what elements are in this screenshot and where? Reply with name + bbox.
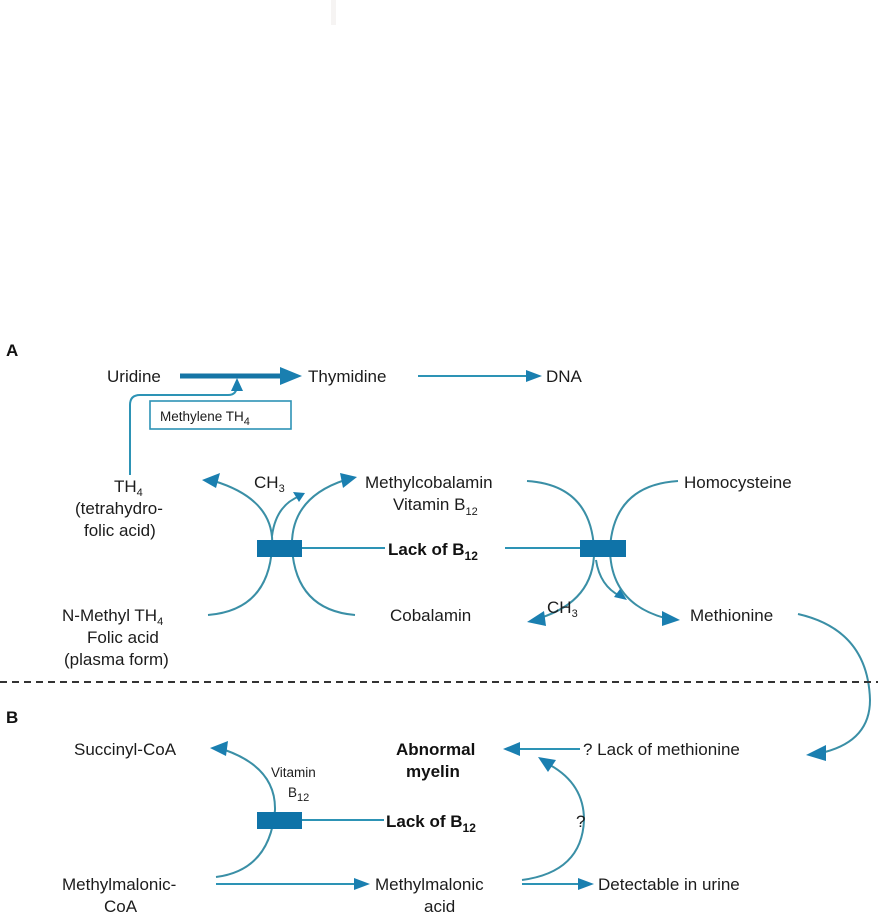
curve-methionine-to-lack	[797, 613, 872, 753]
node-cobalamin: Cobalamin	[390, 606, 471, 625]
node-vitamin-b12: Vitamin B12	[393, 495, 478, 518]
top-scroll-stub	[331, 0, 336, 25]
arrowhead-mma-myelin	[538, 757, 556, 772]
arrowhead-myelin	[503, 742, 520, 756]
node-plasma-form: (plasma form)	[64, 650, 169, 669]
label-b12: B12	[288, 785, 309, 804]
node-succinyl-coa: Succinyl-CoA	[74, 740, 177, 759]
arrowhead-mma	[354, 878, 370, 890]
arrowhead-thymidine	[280, 367, 302, 385]
node-homocysteine: Homocysteine	[684, 473, 792, 492]
block-b-enzyme	[257, 812, 302, 829]
node-methylmalonic-acid-1: Methylmalonic	[375, 875, 484, 894]
arrowhead-methylene	[231, 378, 243, 391]
node-methylmalonic-coa-1: Methylmalonic-	[62, 875, 176, 894]
node-lack-methionine: ? Lack of methionine	[583, 740, 740, 759]
node-lack-b12-a: Lack of B12	[388, 540, 478, 563]
curve-mma-to-myelin	[521, 764, 586, 881]
arrowhead-urine	[578, 878, 594, 890]
label-ch3-right: CH3	[547, 598, 578, 620]
node-tetrahydro: (tetrahydro-	[75, 499, 163, 518]
node-methylmalonic-acid-2: acid	[424, 897, 455, 916]
node-th4: TH4	[114, 477, 143, 499]
node-methylene-th4: Methylene TH4	[160, 409, 250, 428]
node-thymidine: Thymidine	[308, 367, 386, 386]
curve-ch3-right	[595, 559, 621, 597]
arrowhead-methylcobalamin	[340, 473, 357, 488]
label-ch3-left: CH3	[254, 473, 285, 495]
label-vitamin: Vitamin	[271, 765, 316, 780]
arrowhead-lack-methionine	[806, 745, 826, 761]
panel-b-label: B	[6, 708, 18, 727]
node-uridine: Uridine	[107, 367, 161, 386]
label-question: ?	[576, 812, 585, 831]
arrow-methylene-feed	[129, 384, 238, 475]
node-lack-b12-b: Lack of B12	[386, 812, 476, 835]
node-folic-acid-paren: folic acid)	[84, 521, 156, 540]
panel-a-label: A	[6, 341, 18, 360]
curve-methylmalonyl-to-succinyl	[215, 749, 277, 878]
methylene-th4-box	[149, 400, 292, 430]
arrowhead-ch3-right	[614, 589, 627, 600]
node-detectable-urine: Detectable in urine	[598, 875, 740, 894]
block-right-enzyme	[580, 540, 626, 557]
node-methylcobalamin: Methylcobalamin	[365, 473, 493, 492]
node-folic-acid: Folic acid	[87, 628, 159, 647]
arrowhead-cobalamin	[527, 611, 546, 626]
curve-ch3-left	[271, 495, 301, 537]
node-dna: DNA	[546, 367, 583, 386]
arrowhead-methionine	[662, 611, 680, 626]
arrowhead-ch3-left	[293, 492, 305, 502]
node-n-methyl-th4: N-Methyl TH4	[62, 606, 163, 628]
arrowhead-th4	[202, 473, 220, 488]
arrowhead-succinyl	[210, 741, 228, 756]
node-myelin: myelin	[406, 762, 460, 781]
block-left-enzyme	[257, 540, 302, 557]
node-abnormal: Abnormal	[396, 740, 475, 759]
node-methionine: Methionine	[690, 606, 773, 625]
node-methylmalonic-coa-2: CoA	[104, 897, 138, 916]
arrowhead-dna	[526, 370, 542, 382]
